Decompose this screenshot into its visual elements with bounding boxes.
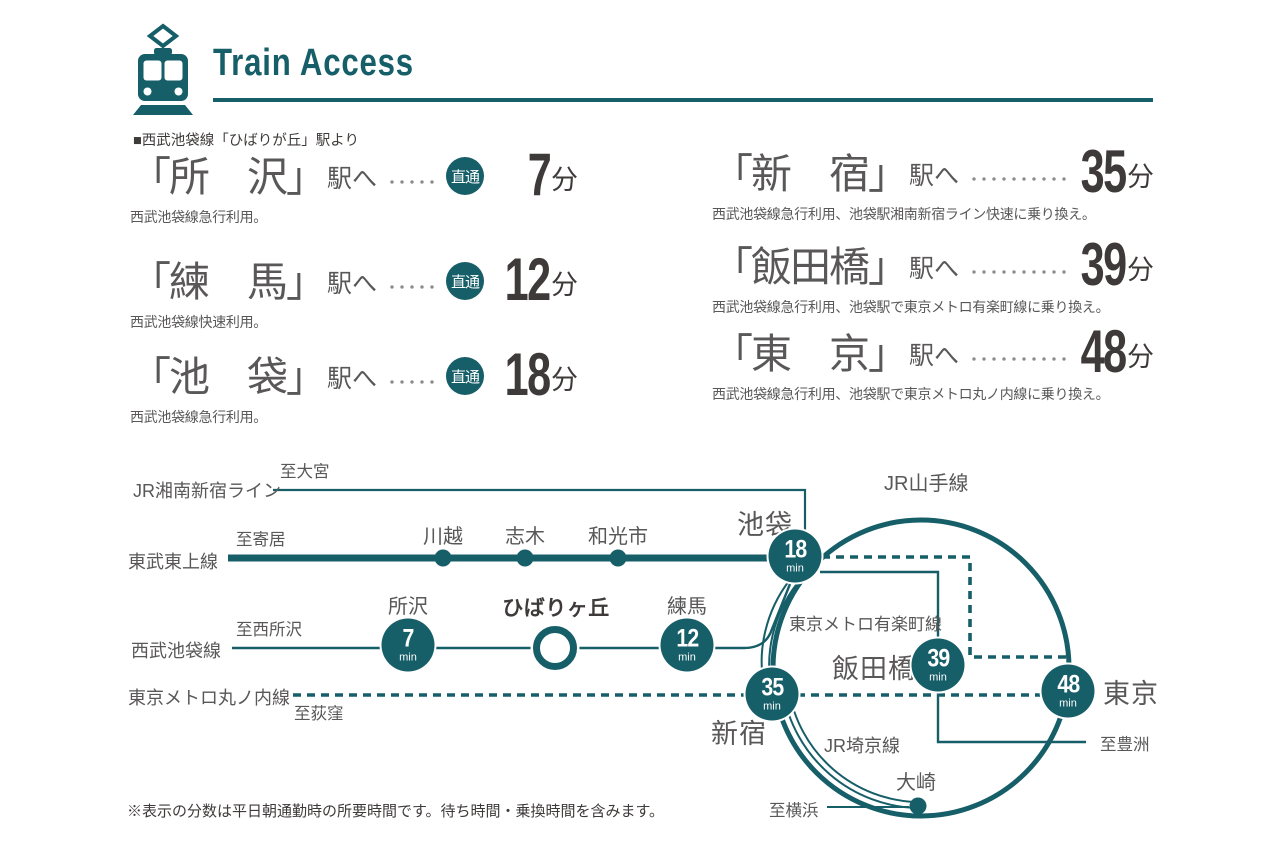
- dotted-leader: [969, 267, 1072, 278]
- direct-badge: 直通: [446, 357, 484, 396]
- osaki-station-dot: [909, 797, 927, 815]
- line-label-shonan-shinjuku: JR湘南新宿ライン: [133, 481, 281, 501]
- line-label-yamanote: JR山手線: [884, 473, 969, 495]
- route-description: 西武池袋線急行利用、池袋駅湘南新宿ライン快速に乗り換え。: [712, 206, 1096, 223]
- terminal-label-omiya: 至大宮: [280, 463, 330, 481]
- page-title: Train Access: [213, 42, 414, 84]
- route-station-name: 「練 馬」: [130, 259, 327, 306]
- route-minutes: 7: [527, 141, 551, 208]
- minutes-unit: 分: [551, 365, 578, 396]
- terminal-label-ogikubo: 至荻窪: [294, 705, 344, 723]
- station-label-iidabashi: 飯田橋: [832, 654, 916, 684]
- route-station-name: 「飯田橋」: [712, 244, 909, 291]
- dotted-leader: [969, 174, 1072, 185]
- route-minutes: 48: [1080, 318, 1128, 385]
- origin-note: ■西武池袋線「ひばりが丘」駅より: [133, 133, 359, 149]
- time-node-ikebukuro: 18 min: [768, 529, 822, 583]
- line-label-saikyo: JR埼京線: [824, 736, 900, 756]
- route-station-name: 「新 宿」: [712, 151, 909, 198]
- route-minutes: 12: [504, 246, 552, 313]
- route-minutes: 39: [1080, 231, 1128, 298]
- station-label-kawagoe: 川越: [423, 526, 463, 548]
- terminal-label-toyosu: 至豊洲: [1100, 736, 1150, 754]
- direct-badge: 直通: [446, 157, 484, 196]
- minutes-unit: 分: [551, 270, 578, 301]
- minutes-unit: 分: [1127, 255, 1154, 286]
- station-label-shiki: 志木: [505, 526, 545, 548]
- dotted-leader: [387, 282, 438, 293]
- direct-badge: 直通: [446, 262, 484, 301]
- line-label-yurakucho: 東京メトロ有楽町線: [789, 615, 942, 634]
- dotted-leader: [387, 377, 438, 388]
- time-node-shinjuku: 35 min: [745, 667, 799, 721]
- dotted-leader: [969, 354, 1072, 365]
- station-label-wakoshi: 和光市: [588, 526, 648, 548]
- dotted-leader: [387, 177, 438, 188]
- route-minutes: 18: [504, 341, 552, 408]
- route-station-name: 「池 袋」: [130, 354, 327, 401]
- station-label-tokyo: 東京: [1103, 679, 1159, 709]
- terminal-label-yorii: 至寄居: [236, 531, 286, 549]
- route-station-name: 「東 京」: [712, 331, 909, 378]
- terminal-label-nishi-tokorozawa: 至西所沢: [236, 621, 302, 639]
- train-icon: [133, 23, 193, 115]
- route-description: 西武池袋線急行利用、池袋駅で東京メトロ丸ノ内線に乗り換え。: [712, 386, 1110, 403]
- title-underline: [213, 98, 1153, 102]
- minutes-unit: 分: [551, 165, 578, 196]
- time-node-tokyo: 48 min: [1041, 664, 1095, 718]
- station-label-nerima: 練馬: [667, 596, 707, 618]
- route-description: 西武池袋線急行利用。: [130, 409, 267, 426]
- time-node-tokorozawa: 7 min: [381, 618, 435, 672]
- route-station-suffix: 駅へ: [327, 165, 378, 194]
- route-station-suffix: 駅へ: [327, 365, 378, 394]
- minutes-unit: 分: [1127, 162, 1154, 193]
- terminal-label-yokohama: 至横浜: [769, 802, 819, 820]
- route-station-suffix: 駅へ: [327, 270, 378, 299]
- footnote: ※表示の分数は平日朝通勤時の所要時間です。待ち時間・乗換時間を含みます。: [127, 803, 665, 820]
- route-station-suffix: 駅へ: [909, 162, 960, 191]
- station-label-tokorozawa: 所沢: [388, 596, 428, 618]
- route-description: 西武池袋線快速利用。: [130, 314, 267, 331]
- route-minutes: 35: [1080, 138, 1128, 205]
- shonan-shinjuku-line: [273, 488, 807, 545]
- line-label-seibu-ikebukuro: 西武池袋線: [131, 641, 221, 661]
- hibarigaoka-station-marker: [533, 626, 577, 670]
- route-description: 西武池袋線急行利用。: [130, 209, 267, 226]
- time-node-iidabashi: 39 min: [911, 638, 965, 692]
- route-description: 西武池袋線急行利用、池袋駅で東京メトロ有楽町線に乗り換え。: [712, 299, 1110, 316]
- time-node-nerima: 12 min: [660, 618, 714, 672]
- route-station-suffix: 駅へ: [909, 342, 960, 371]
- station-label-hibarigaoka: ひばりヶ丘: [502, 597, 610, 620]
- station-label-shinjuku: 新宿: [711, 719, 767, 749]
- station-label-osaki: 大崎: [896, 772, 936, 794]
- marunouchi-line-branch: [822, 555, 1068, 672]
- minutes-unit: 分: [1127, 342, 1154, 373]
- route-station-name: 「所 沢」: [130, 154, 327, 201]
- route-station-suffix: 駅へ: [909, 255, 960, 284]
- line-label-tobu-tojo: 東武東上線: [128, 552, 218, 572]
- line-label-marunouchi: 東京メトロ丸ノ内線: [128, 688, 290, 708]
